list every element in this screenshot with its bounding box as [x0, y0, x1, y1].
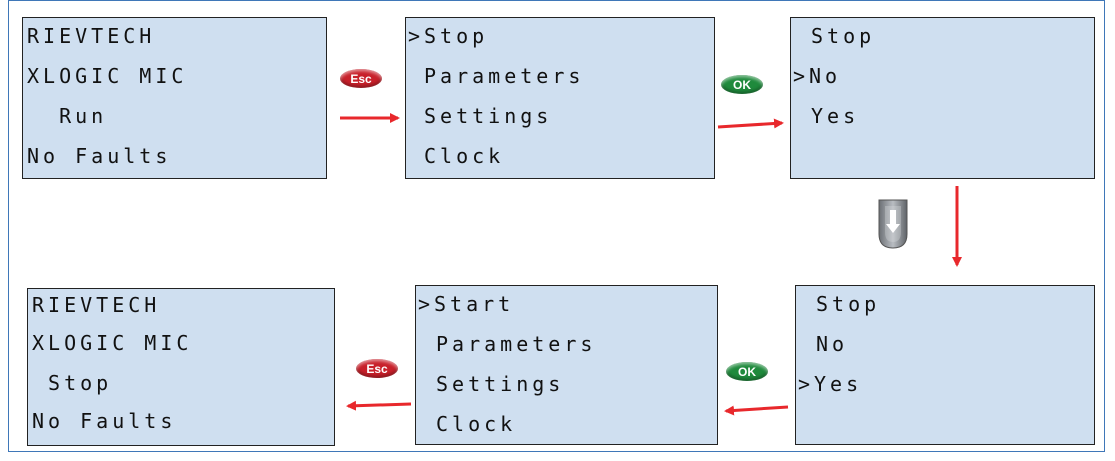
confirm-title: Stop: [816, 292, 881, 316]
menu-cursor: >: [408, 24, 421, 48]
ok-key-badge: OK: [726, 362, 768, 381]
option-no: No: [816, 332, 849, 356]
menu-item-start: Start: [434, 292, 515, 316]
screen-line: XLOGIC MIC: [27, 64, 188, 88]
menu-item-clock: Clock: [424, 144, 505, 168]
screen-line: XLOGIC MIC: [32, 331, 193, 355]
screen-line: Stop: [32, 371, 113, 395]
arrow-top-middle-to-right: [717, 118, 784, 129]
screen-line: No Faults: [27, 144, 172, 168]
screen-line: No Faults: [32, 409, 177, 433]
menu-item-settings: Settings: [436, 372, 565, 396]
menu-item-parameters: Parameters: [424, 64, 585, 88]
menu-item-parameters: Parameters: [436, 332, 597, 356]
screen-line: Run: [27, 104, 108, 128]
menu-item-stop: Stop: [424, 24, 489, 48]
menu-cursor: >: [793, 64, 806, 88]
esc-key-badge: Esc: [356, 359, 398, 378]
option-yes: Yes: [814, 372, 863, 396]
menu-cursor: >: [798, 372, 811, 396]
lcd-screen-stop-confirm-no: Stop > No Yes: [790, 17, 1095, 179]
lcd-screen-stop-confirm-yes: Stop No > Yes: [795, 285, 1095, 445]
lcd-screen-run-status: RIEVTECH XLOGIC MIC Run No Faults: [22, 17, 327, 179]
menu-cursor: >: [418, 292, 431, 316]
esc-key-badge: Esc: [340, 69, 382, 88]
menu-item-settings: Settings: [424, 104, 553, 128]
screen-line: RIEVTECH: [32, 293, 161, 317]
option-no: No: [809, 64, 842, 88]
arrow-bottom-right-to-middle: [724, 405, 789, 416]
lcd-screen-main-menu-start: > Start Parameters Settings Clock: [415, 285, 718, 445]
confirm-title: Stop: [811, 24, 876, 48]
ok-key-badge: OK: [721, 75, 763, 94]
option-yes: Yes: [811, 104, 860, 128]
lcd-screen-stop-status: RIEVTECH XLOGIC MIC Stop No Faults: [27, 288, 335, 446]
menu-item-clock: Clock: [436, 412, 517, 436]
arrow-bottom-middle-to-left: [346, 400, 412, 411]
down-arrow-key-icon: [878, 199, 908, 249]
screen-line: RIEVTECH: [27, 24, 156, 48]
lcd-screen-main-menu-stop: > Stop Parameters Settings Clock: [405, 17, 715, 179]
